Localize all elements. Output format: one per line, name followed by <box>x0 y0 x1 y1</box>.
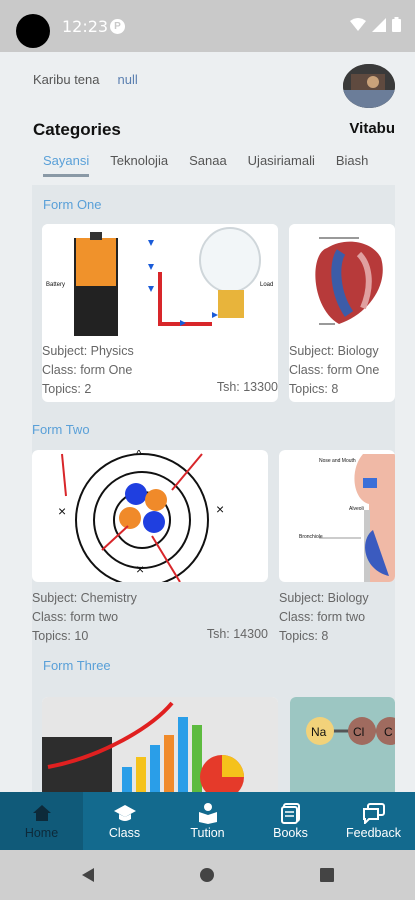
recents-icon[interactable] <box>320 868 334 882</box>
nav-home[interactable]: Home <box>0 792 83 850</box>
course-card-physics[interactable]: Battery Load Subject: Physics Class: for… <box>42 224 278 402</box>
signal-icon <box>372 17 386 32</box>
tab-sayansi[interactable]: Sayansi <box>43 153 90 177</box>
tab-teknolojia[interactable]: Teknolojia <box>110 153 169 168</box>
camera-cutout <box>16 14 50 48</box>
heart-diagram-image <box>289 224 395 336</box>
avatar[interactable] <box>343 64 395 108</box>
greeting-row: Karibu tena null <box>33 72 138 87</box>
card-class: Class: form One <box>42 363 133 377</box>
card-price: Tsh: 14300 <box>206 627 268 641</box>
categories-title: Categories <box>33 120 121 139</box>
physics-circuit-image: Battery Load <box>42 224 278 336</box>
feedback-icon <box>362 803 385 824</box>
section-form-one: Form One <box>43 197 102 212</box>
graduation-cap-icon <box>113 805 136 821</box>
nav-label: Tution <box>190 826 225 840</box>
nav-label: Feedback <box>346 826 401 840</box>
card-topics: Topics: 8 <box>289 382 339 396</box>
reading-person-icon <box>198 803 217 824</box>
home-circle-icon[interactable] <box>199 867 215 883</box>
svg-text:C: C <box>384 725 393 739</box>
home-icon <box>32 805 51 821</box>
course-card-form-three-1[interactable] <box>42 697 278 792</box>
nav-label: Class <box>108 826 141 840</box>
avatar-photo <box>343 64 395 108</box>
system-nav-bar <box>0 850 415 900</box>
card-class: Class: form two <box>32 610 119 624</box>
card-subject: Subject: Chemistry <box>32 591 137 605</box>
course-card-chemistry[interactable]: × × ^ × Subject: Chemistry Class: form t… <box>32 450 268 646</box>
books-icon <box>280 803 300 824</box>
vitabu-title[interactable]: Vitabu <box>349 120 395 137</box>
atom-diagram-image: × × ^ × <box>32 450 268 582</box>
svg-text:Nose and Mouth: Nose and Mouth <box>319 458 356 464</box>
sodium-chloride-image: Na Cl C <box>290 697 395 792</box>
card-class: Class: form two <box>279 610 366 624</box>
svg-text:Load: Load <box>260 282 273 288</box>
card-subject: Subject: Biology <box>289 344 379 358</box>
card-class: Class: form One <box>289 363 380 377</box>
battery-icon <box>392 17 401 32</box>
nav-label: Books <box>273 826 308 840</box>
course-card-form-three-2[interactable]: Na Cl C <box>290 697 395 792</box>
notification-p-icon: P <box>110 19 125 34</box>
bar-graph-image <box>42 697 278 792</box>
card-subject: Subject: Biology <box>279 591 369 605</box>
tab-sanaa[interactable]: Sanaa <box>189 153 227 168</box>
svg-text:^: ^ <box>136 450 142 461</box>
greeting-text: Karibu tena <box>33 72 100 87</box>
nav-class[interactable]: Class <box>83 792 166 850</box>
respiratory-diagram-image: Nose and Mouth Bronchiole Alveoli <box>279 450 395 582</box>
svg-text:Cl: Cl <box>353 725 364 739</box>
wifi-icon <box>350 17 366 31</box>
status-time: 12:23 <box>62 17 109 36</box>
tab-ujasiriamali[interactable]: Ujasiriamali <box>247 153 315 168</box>
category-tabs: Sayansi Teknolojia Sanaa Ujasiriamali Bi… <box>43 153 389 177</box>
bottom-nav: Home Class Tution Books Feedback <box>0 792 415 850</box>
nav-label: Home <box>24 826 59 840</box>
card-price: Tsh: 13300 <box>216 380 278 394</box>
course-card-biology-form-one[interactable]: Subject: Biology Class: form One Topics:… <box>289 224 395 402</box>
svg-text:Alveoli: Alveoli <box>349 506 364 512</box>
username-text: null <box>117 72 138 87</box>
nav-books[interactable]: Books <box>249 792 332 850</box>
card-topics: Topics: 8 <box>279 629 329 643</box>
svg-text:Na: Na <box>311 725 327 739</box>
back-icon[interactable] <box>80 867 96 883</box>
section-form-three: Form Three <box>43 658 111 673</box>
nav-feedback[interactable]: Feedback <box>332 792 415 850</box>
svg-text:×: × <box>136 561 144 577</box>
status-bar: 12:23 P <box>0 0 415 52</box>
svg-text:Bronchiole: Bronchiole <box>299 534 323 540</box>
svg-text:×: × <box>216 501 224 517</box>
nav-tution[interactable]: Tution <box>166 792 249 850</box>
card-subject: Subject: Physics <box>42 344 134 358</box>
course-card-biology-form-two[interactable]: Nose and Mouth Bronchiole Alveoli Subjec… <box>279 450 395 646</box>
tab-biashara[interactable]: Biash <box>335 153 369 168</box>
svg-text:Battery: Battery <box>46 282 65 288</box>
card-topics: Topics: 2 <box>42 382 92 396</box>
card-topics: Topics: 10 <box>32 629 89 643</box>
svg-text:×: × <box>58 503 66 519</box>
section-form-two: Form Two <box>32 422 90 437</box>
